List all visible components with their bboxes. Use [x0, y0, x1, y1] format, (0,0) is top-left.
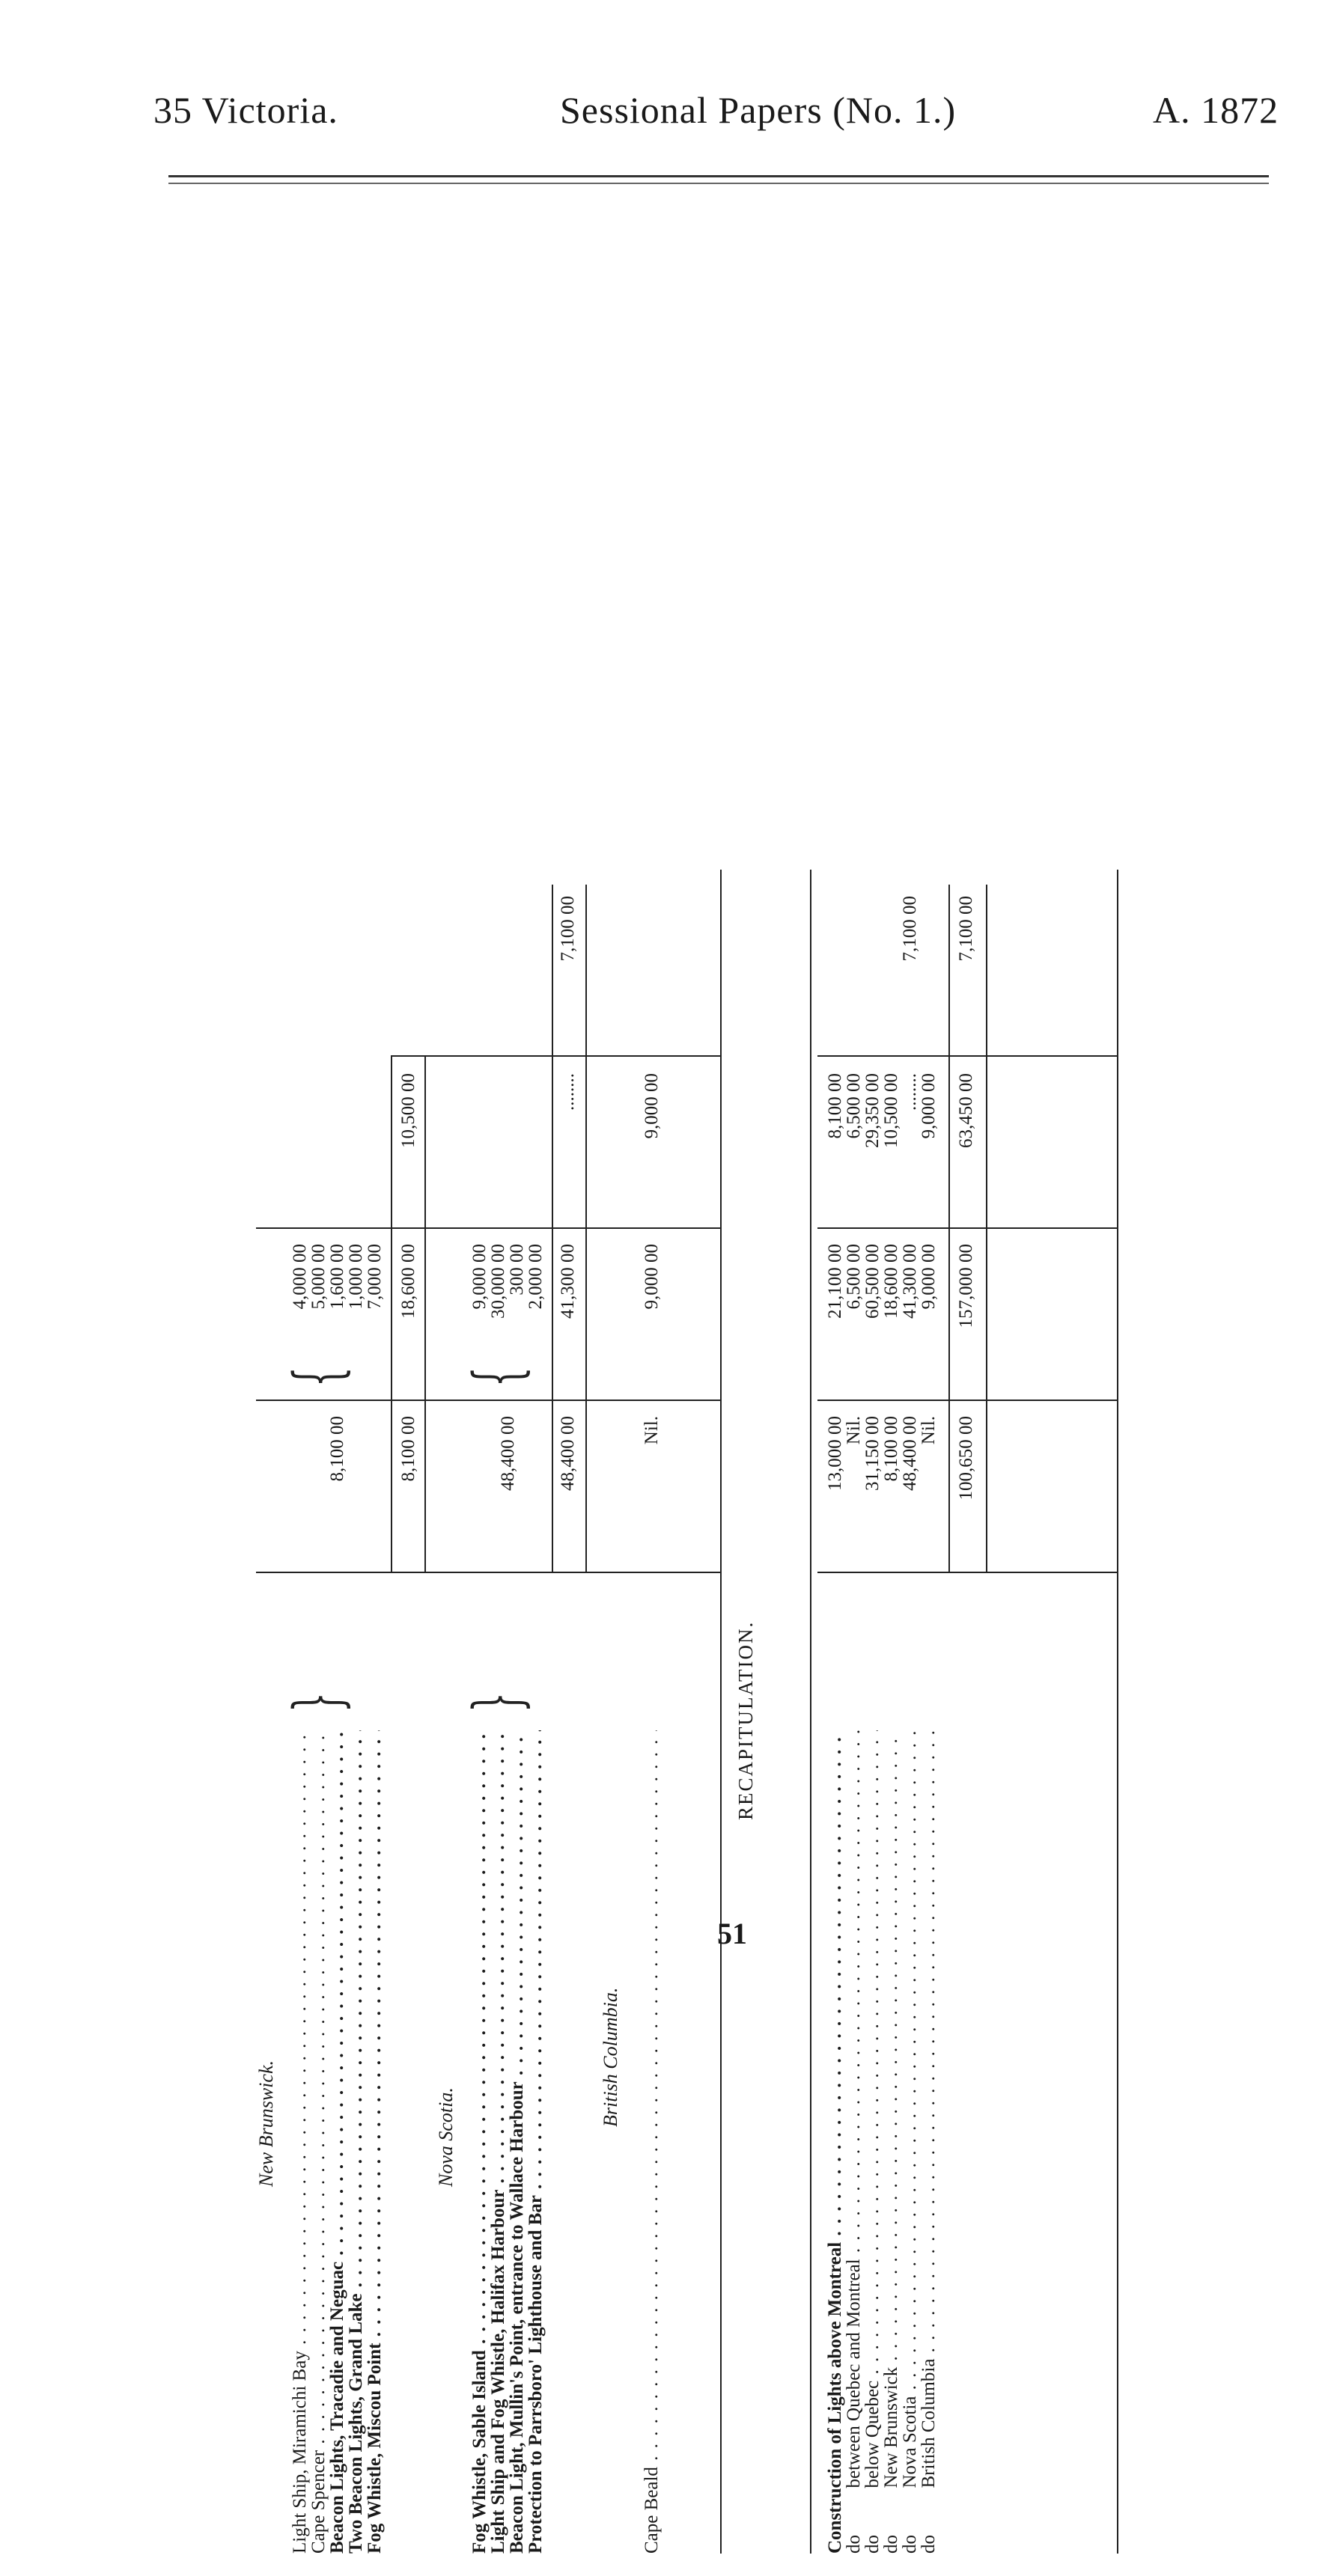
nb-row-label: Beacon Lights, Tracadie and Neguac: [327, 1730, 348, 2554]
recap-c1: 13,000 00: [825, 1416, 845, 1491]
nb-value: 4,000 00: [290, 1244, 310, 1310]
bc-value-c2: 9,000 00: [642, 1244, 662, 1310]
nb-value: 7,000 00: [365, 1244, 385, 1310]
ns-value: 300 00: [507, 1244, 527, 1295]
column-divider: [817, 1227, 1117, 1229]
bc-row-label: Cape Beald: [642, 1730, 662, 2554]
section-title-british-columbia: British Columbia.: [600, 1987, 621, 2127]
nb-group-value: 8,100 00: [327, 1416, 347, 1482]
rotated-table: New Brunswick. Light Ship, Miramichi Bay…: [211, 855, 1237, 2576]
nb-row-label: Cape Spencer: [308, 1730, 329, 2554]
recap-row-label: do below Quebec: [862, 1730, 883, 2554]
brace-glyph: }: [460, 1691, 535, 1713]
recap-c2: 18,600 00: [881, 1244, 901, 1319]
column-divider: [256, 1400, 720, 1401]
recap-c1: Nil.: [844, 1416, 864, 1445]
nb-total-c2: 18,600 00: [398, 1244, 418, 1319]
recap-c2: 60,500 00: [862, 1244, 883, 1319]
ns-value: 30,000 00: [488, 1244, 508, 1319]
recapitulation-title: RECAPITULATION.: [734, 1620, 757, 1820]
recap-c3: 29,350 00: [862, 1073, 883, 1148]
bc-value-c1: Nil.: [642, 1416, 662, 1445]
ns-total-c4: 7,100 00: [558, 896, 578, 962]
subtotal-rule: [424, 1057, 426, 1573]
column-divider: [817, 1572, 1117, 1573]
recap-c1: 8,100 00: [881, 1416, 901, 1482]
recap-c2: 21,100 00: [825, 1244, 845, 1319]
subtotal-rule: [585, 885, 587, 1573]
recap-row-label: do between Quebec and Montreal: [844, 1730, 865, 2554]
recap-c3: 8,100 00: [825, 1073, 845, 1139]
nb-row-label: Two Beacon Lights, Grand Lake: [346, 1730, 367, 2554]
recap-total-c4: 7,100 00: [956, 896, 976, 962]
page-number: 51: [717, 1917, 747, 1950]
section-rule: [810, 870, 811, 2554]
recap-c2: 41,300 00: [900, 1244, 920, 1319]
ns-row-label: Light Ship and Fog Whistle, Halifax Harb…: [488, 1730, 509, 2554]
nb-value: 5,000 00: [308, 1244, 329, 1310]
ns-total-c1: 48,400 00: [558, 1416, 578, 1491]
recap-row-label: do British Columbia: [919, 1730, 939, 2554]
ns-group-value: 48,400 00: [498, 1416, 518, 1491]
total-rule: [948, 885, 950, 1573]
subtotal-rule: [391, 1057, 392, 1573]
recap-total-c1: 100,650 00: [956, 1416, 976, 1501]
recap-c1: Nil.: [919, 1416, 939, 1445]
ns-value: 9,000 00: [469, 1244, 490, 1310]
recap-c1: 31,150 00: [862, 1416, 883, 1491]
ns-row-label: Fog Whistle, Sable Island: [469, 1730, 490, 2554]
total-rule: [986, 885, 987, 1573]
recap-c2: 6,500 00: [844, 1244, 864, 1310]
header-rule: [168, 175, 1269, 177]
recap-c3: 6,500 00: [844, 1073, 864, 1139]
nb-row-label: Fog Whistle, Miscou Point: [365, 1730, 386, 2554]
column-divider: [817, 1400, 1117, 1401]
recap-total-c3: 63,450 00: [956, 1073, 976, 1148]
recap-c1: 48,400 00: [900, 1416, 920, 1491]
section-rule: [720, 870, 722, 2554]
ns-total-c2: 41,300 00: [558, 1244, 578, 1319]
nb-total-c1: 8,100 00: [398, 1416, 418, 1482]
recap-c3: 10,500 00: [881, 1073, 901, 1148]
header-left: 35 Victoria.: [153, 89, 338, 131]
ns-total-c3: ........: [558, 1073, 578, 1111]
section-title-new-brunswick: New Brunswick.: [255, 2060, 277, 2187]
nb-value: 1,000 00: [346, 1244, 366, 1310]
recap-row-label: Construction of Lights above Montreal: [825, 1730, 846, 2554]
recap-c3: ........: [900, 1073, 920, 1111]
column-divider: [256, 1572, 720, 1573]
header-right: A. 1872: [1153, 89, 1279, 131]
column-divider: [817, 1055, 1117, 1057]
recap-c2: 9,000 00: [919, 1244, 939, 1310]
column-divider: [256, 1227, 720, 1229]
recap-total-c2: 157,000 00: [956, 1244, 976, 1328]
ns-row-label: Protection to Parrsboro' Lighthouse and …: [526, 1730, 546, 2554]
recap-c3: 9,000 00: [919, 1073, 939, 1139]
header-center: Sessional Papers (No. 1.): [560, 89, 957, 131]
section-rule: [1117, 870, 1118, 2554]
bc-value-c3: 9,000 00: [642, 1073, 662, 1139]
subtotal-rule: [552, 885, 553, 1573]
nb-row-label: Light Ship, Miramichi Bay: [290, 1730, 311, 2554]
column-divider: [391, 1055, 720, 1057]
recap-row-label: do Nova Scotia: [900, 1730, 921, 2554]
section-title-nova-scotia: Nova Scotia.: [435, 2087, 457, 2187]
header-rule-thin: [168, 183, 1269, 184]
nb-value: 1,600 00: [327, 1244, 347, 1310]
brace-glyph: }: [281, 1691, 356, 1713]
ns-value: 2,000 00: [526, 1244, 546, 1310]
recap-row-label: do New Brunswick: [881, 1730, 902, 2554]
recap-c4: 7,100 00: [900, 896, 920, 962]
ns-row-label: Beacon Light, Mullin's Point, entrance t…: [507, 1730, 528, 2554]
nb-total-c3: 10,500 00: [398, 1073, 418, 1148]
